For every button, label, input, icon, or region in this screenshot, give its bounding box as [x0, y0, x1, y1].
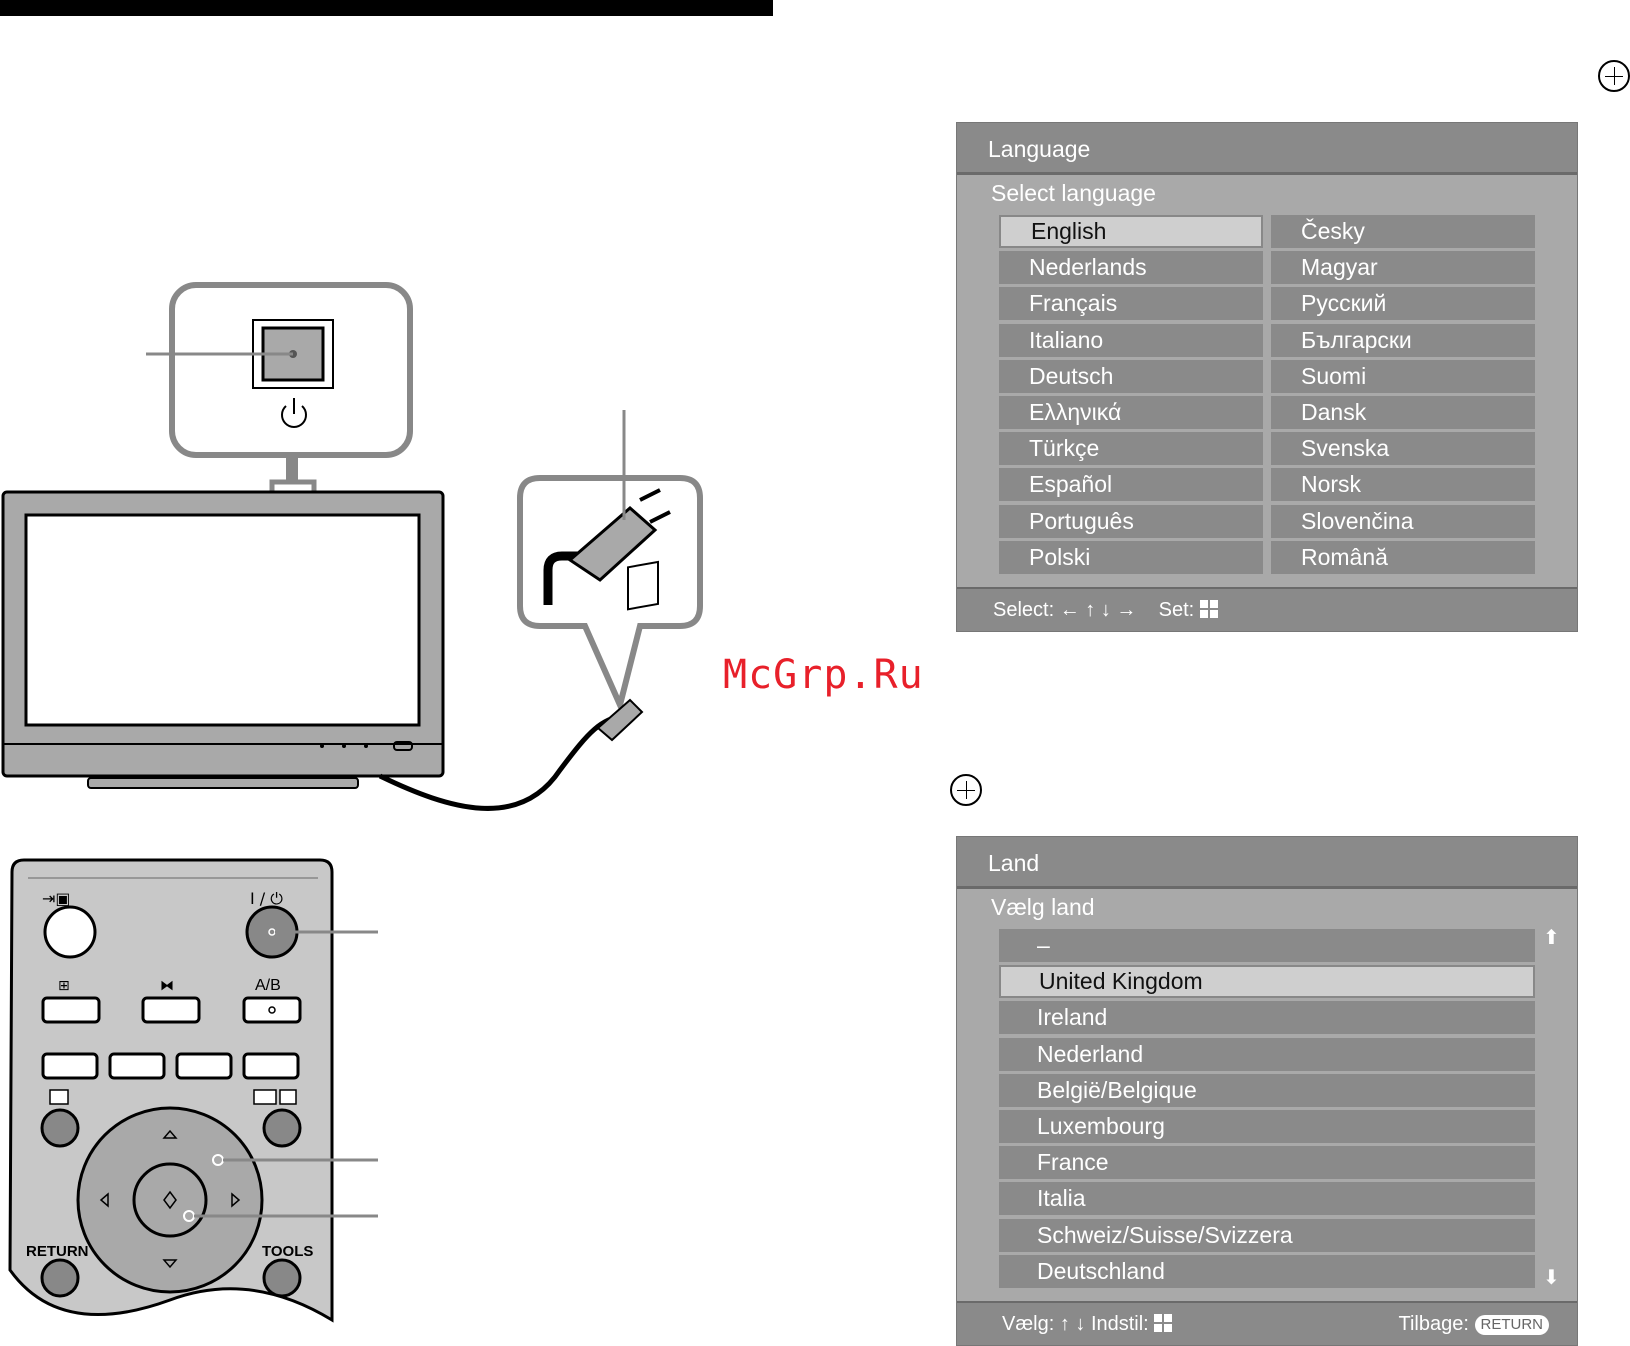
country-menu-title: Land: [957, 837, 1577, 889]
footer-arrows-icon: ← ↑ ↓ →: [1059, 599, 1137, 621]
language-item[interactable]: Français: [999, 287, 1263, 321]
enter-icon: [1154, 1314, 1173, 1332]
country-item[interactable]: Luxembourg: [999, 1110, 1535, 1143]
language-item[interactable]: Italiano: [999, 323, 1263, 357]
footer-back: Tilbage: RETURN: [1399, 1303, 1549, 1345]
remote-tools-label: TOOLS: [262, 1243, 313, 1260]
country-item[interactable]: Ireland: [999, 1001, 1535, 1035]
svg-text:⇥▣: ⇥▣: [42, 889, 71, 908]
language-item[interactable]: Suomi: [1271, 359, 1535, 393]
country-item[interactable]: Schweiz/Suisse/Svizzera: [999, 1218, 1535, 1252]
language-item[interactable]: Polski: [999, 540, 1263, 574]
country-item[interactable]: United Kingdom: [999, 965, 1535, 999]
remote-illustration: ⇥▣ I / ⏻ ⊞ ⧓ A/B: [8, 858, 378, 1323]
language-item[interactable]: Magyar: [1271, 251, 1535, 285]
language-item[interactable]: Español: [999, 468, 1263, 502]
country-menu-subtitle: Vælg land: [991, 894, 1095, 920]
language-menu-footer: Select: ← ↑ ↓ → Set:: [957, 587, 1577, 631]
header-bar: [0, 0, 773, 16]
language-item[interactable]: Български: [1271, 323, 1535, 357]
power-icon: [281, 398, 307, 428]
country-menu-footer: Vælg: ↑ ↓ Indstil: Tilbage: RETURN: [957, 1301, 1577, 1345]
wall-socket: [596, 560, 659, 742]
language-item[interactable]: Česky: [1271, 215, 1535, 248]
tv-illustration: [1, 490, 445, 789]
footer-select-label: Vælg:: [1002, 1313, 1055, 1335]
language-item[interactable]: English: [999, 215, 1263, 248]
country-item[interactable]: Italia: [999, 1182, 1535, 1216]
svg-text:⧓: ⧓: [160, 978, 174, 994]
footer-select-label: Select:: [993, 599, 1055, 621]
language-item[interactable]: Русский: [1271, 287, 1535, 321]
country-item[interactable]: France: [999, 1146, 1535, 1180]
language-item[interactable]: Română: [1271, 540, 1535, 574]
enter-button-icon: [950, 774, 982, 806]
remote-return-label: RETURN: [26, 1243, 89, 1260]
plug-callout: [517, 410, 703, 715]
language-item[interactable]: Svenska: [1271, 432, 1535, 466]
language-item[interactable]: Norsk: [1271, 468, 1535, 502]
remote-ab-label: A/B: [255, 977, 281, 994]
watermark: McGrp.Ru: [723, 652, 924, 698]
enter-button-icon: [1598, 60, 1630, 92]
footer-arrows-icon: ↑ ↓: [1059, 1313, 1086, 1335]
country-item[interactable]: Nederland: [999, 1037, 1535, 1071]
language-item[interactable]: Português: [999, 504, 1263, 538]
language-item[interactable]: Deutsch: [999, 359, 1263, 393]
language-item[interactable]: Nederlands: [999, 251, 1263, 285]
power-switch: [261, 326, 325, 382]
arrow-down-icon[interactable]: ⬇: [1543, 1267, 1560, 1289]
remote-tools-button: [262, 1258, 302, 1298]
country-item[interactable]: Deutschland: [999, 1254, 1535, 1288]
footer-set-label: Set:: [1158, 599, 1195, 621]
return-badge: RETURN: [1474, 1315, 1549, 1335]
footer-back-label: Tilbage:: [1398, 1313, 1469, 1335]
setup-illustration: ⇥▣ I / ⏻ ⊞ ⧓ A/B: [1, 282, 703, 1323]
country-item[interactable]: –: [999, 929, 1535, 962]
remote-return-button: [40, 1258, 80, 1298]
language-item[interactable]: Türkçe: [999, 432, 1263, 466]
language-menu-subtitle: Select language: [991, 180, 1156, 206]
footer-set-label: Indstil:: [1090, 1313, 1149, 1335]
arrow-up-icon[interactable]: ⬆: [1543, 927, 1560, 949]
enter-icon: [1199, 600, 1218, 618]
remote-power-label: I / ⏻: [250, 889, 283, 908]
language-item[interactable]: Slovenčina: [1271, 504, 1535, 538]
svg-text:⊞: ⊞: [58, 978, 70, 994]
language-menu-title: Language: [957, 123, 1577, 175]
language-item[interactable]: Ελληνικά: [999, 396, 1263, 429]
country-item[interactable]: België/Belgique: [999, 1073, 1535, 1107]
language-item[interactable]: Dansk: [1271, 396, 1535, 429]
